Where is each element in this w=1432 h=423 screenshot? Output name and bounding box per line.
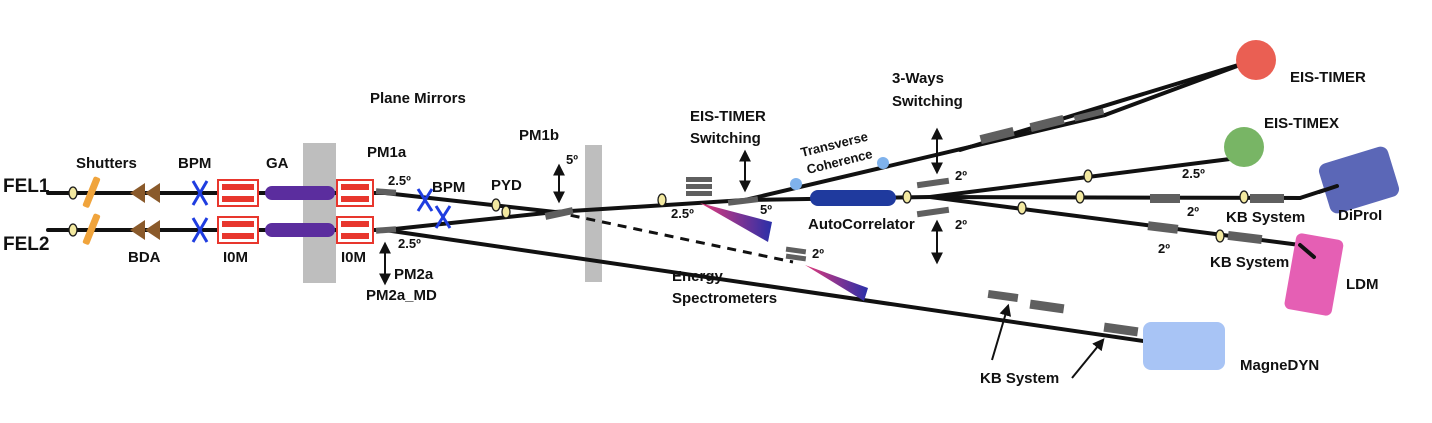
eis-timer-spectrometer-fan: [700, 203, 772, 242]
optic-magnedyn-kb: [1103, 322, 1139, 337]
beam-dashed-pm1b-to-spectrometer: [554, 210, 794, 264]
pm2a-label: PM2a: [394, 266, 434, 283]
pm1a-angle-label: 2.5º: [388, 173, 411, 188]
mirror-pm1b: [544, 207, 574, 220]
optic-ldm-kb: [1227, 230, 1263, 245]
pm2a-angle-label: 2.5º: [398, 236, 421, 251]
mirror-eis-timer-switch: [727, 196, 759, 206]
i0m-left-label: I0M: [223, 249, 248, 266]
i0m-fel1-left: [217, 179, 259, 207]
optic-magnedyn-1: [987, 289, 1019, 303]
optic-eis-timer-2: [1029, 115, 1065, 132]
bda-fel2-icon: [130, 220, 160, 240]
three-way-mirror-upper: [916, 177, 950, 189]
three-way-upper-angle-label: 2º: [955, 168, 967, 183]
kb-system-ldm-label: KB System: [1210, 254, 1289, 271]
endstation-eis-timer: [1236, 40, 1276, 80]
eis-timer-switching-label-1: EIS-TIMER: [690, 108, 766, 125]
pm1a-label: PM1a: [367, 144, 407, 161]
beam-diproi-end: [1317, 184, 1339, 194]
shutter-fel2: [82, 213, 101, 245]
mirror-pm2a: [375, 226, 397, 234]
energy-spectrometer-fan: [805, 265, 868, 301]
plane-mirrors-label: Plane Mirrors: [370, 90, 466, 107]
shutters-label: Shutters: [76, 155, 137, 172]
eis-timer-switch-angle-label: 5º: [760, 202, 772, 217]
i0m-fel1-right: [336, 179, 374, 207]
eis-timer-endstation-label: EIS-TIMER: [1290, 69, 1366, 86]
beam-ldm-end: [1298, 243, 1316, 259]
fel2-label: FEL2: [3, 234, 49, 255]
magnedyn-endstation-label: MagneDYN: [1240, 357, 1319, 374]
bda-fel1-icon: [130, 183, 160, 203]
mirror-pm1a: [375, 188, 397, 196]
bpm-pm1a-icon: [416, 188, 434, 212]
beam-pm2a-to-pm1b: [383, 210, 557, 232]
optic-eis-timer-3: [1073, 108, 1105, 122]
three-ways-label-1: 3-Ways: [892, 70, 944, 87]
eis-timer-mirror-stack: [686, 177, 712, 196]
ldm-angle-label: 2º: [1158, 241, 1170, 256]
endstation-diproi: [1318, 146, 1400, 214]
autocorrelator-label: AutoCorrelator: [808, 216, 915, 233]
endstation-ldm: [1284, 233, 1344, 316]
pm1b-angle-label: 5º: [566, 152, 578, 167]
diproi-endstation-label: DiProI: [1338, 207, 1382, 224]
eis-timex-endstation-label: EIS-TIMEX: [1264, 115, 1339, 132]
bpm-left-label: BPM: [178, 155, 211, 172]
optic-magnedyn-2: [1029, 299, 1065, 314]
optic-diproi-1: [1150, 194, 1180, 203]
optic-ldm-1: [1147, 221, 1179, 234]
beam-pm1a-to-pm1b: [383, 191, 557, 214]
optic-eis-timer-1: [979, 127, 1015, 144]
transverse-coherence-dot-left: [790, 178, 802, 190]
beam-to-eis-timer: [743, 113, 1107, 202]
timex-angle-label: 2.5º: [1182, 166, 1205, 181]
beam-eis-timer-loop-lower: [1103, 60, 1250, 117]
diagnostic-rings: [68, 169, 1249, 243]
shielding-wall-right: [585, 145, 602, 282]
eis-timer-mirror-angle-label: 2.5º: [671, 206, 694, 221]
eis-timer-switching-label-2: Switching: [690, 130, 761, 147]
optic-diproi-kb: [1250, 194, 1284, 203]
endstation-eis-timex: [1224, 127, 1264, 167]
beam-pm1b-to-switch: [553, 198, 747, 214]
ga-label: GA: [266, 155, 289, 172]
shielding-wall-left: [303, 143, 336, 283]
kb-system-diproi-label: KB System: [1226, 209, 1305, 226]
kb-pointer-arrow-1: [991, 303, 1012, 361]
i0m-right-label: I0M: [341, 249, 366, 266]
bpm-fel1-icon: [191, 180, 209, 206]
gas-absorber-fel2: [265, 223, 335, 237]
energy-spectrometers-label-1: Energy: [672, 268, 724, 285]
endstation-magnedyn: [1143, 322, 1225, 370]
three-ways-label-2: Switching: [892, 93, 963, 110]
bpm-fel2-icon: [191, 217, 209, 243]
beam-to-diproi: [928, 195, 1302, 200]
ldm-endstation-label: LDM: [1346, 276, 1379, 293]
beam-pm2a-to-magnedyn: [383, 228, 1152, 344]
kb-system-magnedyn-label: KB System: [980, 370, 1059, 387]
spectrometer-mirror-stack: [785, 246, 807, 262]
bpm-right-label: BPM: [432, 179, 465, 196]
i0m-fel2-left: [217, 216, 259, 244]
gas-absorber-fel1: [265, 186, 335, 200]
pm1b-label: PM1b: [519, 127, 559, 144]
i0m-fel2-right: [336, 216, 374, 244]
fel1-label: FEL1: [3, 176, 50, 197]
bpm-pm2a-icon: [434, 205, 452, 229]
transverse-coherence-dot-right: [877, 157, 889, 169]
three-way-mirror-lower: [916, 206, 950, 218]
bda-label: BDA: [128, 249, 161, 266]
kb-pointer-arrow-2: [1071, 338, 1105, 379]
spectrometer-angle-label: 2º: [812, 246, 824, 261]
diproi-angle-label: 2º: [1187, 204, 1199, 219]
shutter-fel1: [82, 176, 101, 208]
autocorrelator: [810, 190, 896, 206]
pyd-label: PYD: [491, 177, 522, 194]
three-way-lower-angle-label: 2º: [955, 217, 967, 232]
energy-spectrometers-label-2: Spectrometers: [672, 290, 777, 307]
pm2a-md-label: PM2a_MD: [366, 287, 437, 304]
